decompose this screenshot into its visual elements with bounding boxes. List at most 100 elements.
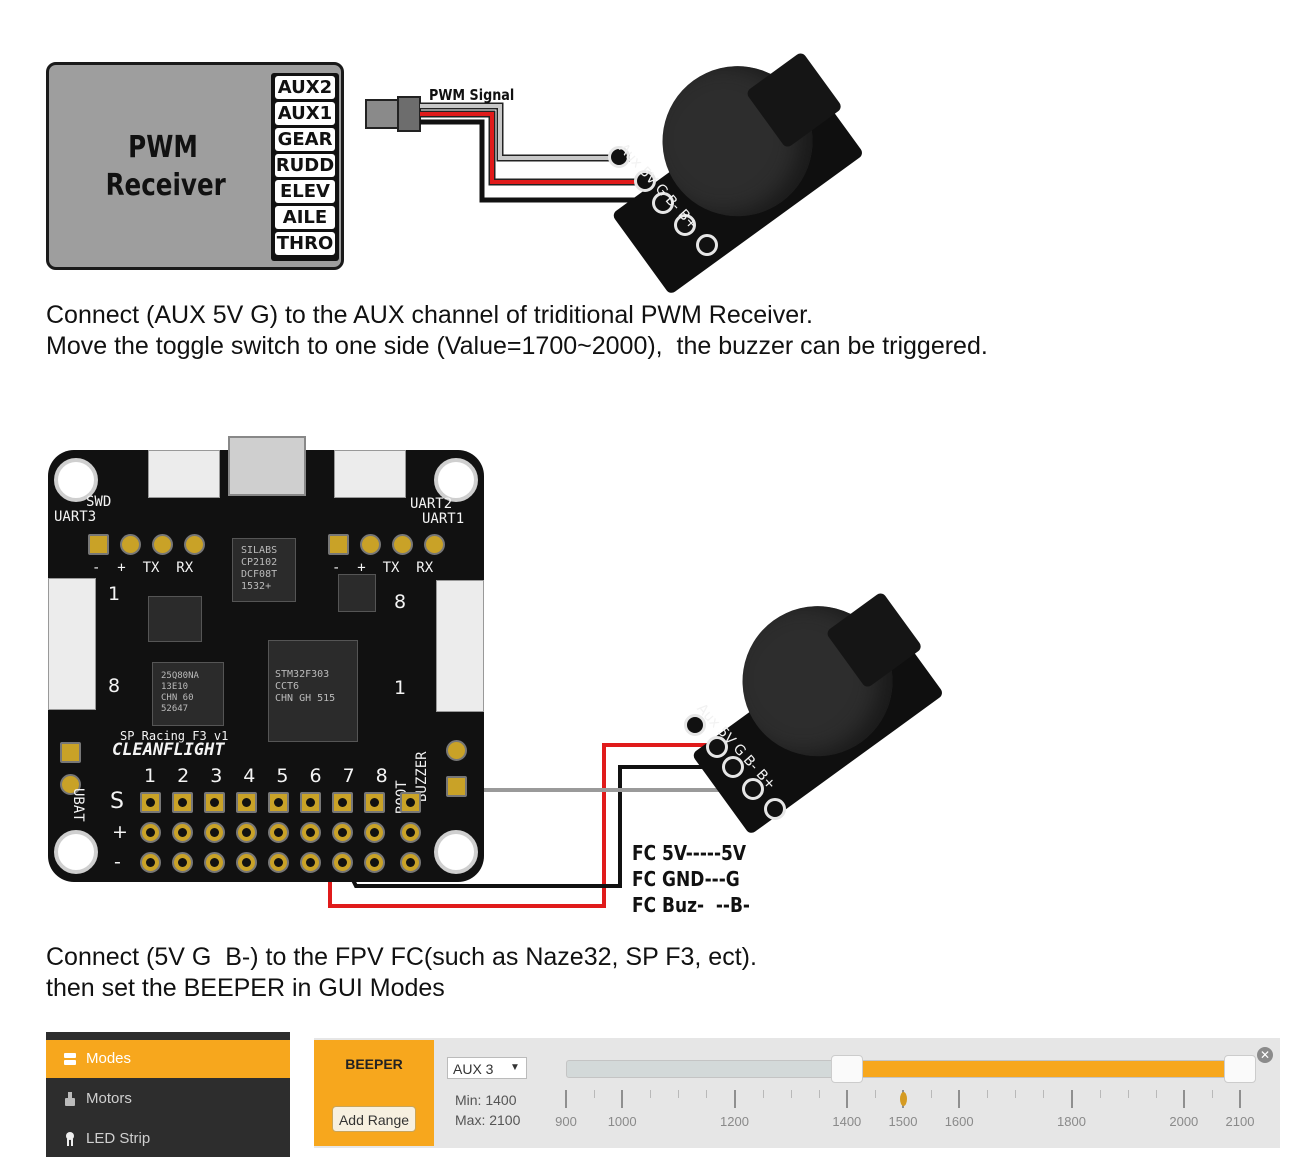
pad-hole (306, 798, 315, 807)
pad-servo (268, 852, 289, 873)
pwm-receiver: PWM Receiver AUX2 AUX1 GEAR RUDD ELEV AI… (46, 62, 344, 270)
silk-uart1: UART1 (422, 511, 465, 527)
channel-aux2: AUX2 (275, 76, 335, 99)
scale-minor-tick (1127, 1090, 1129, 1098)
mount-hole (54, 458, 98, 502)
pad-hole (146, 858, 155, 867)
scale-minor-tick (874, 1090, 876, 1098)
channel-number: 7 (342, 765, 355, 787)
channel-number: 6 (309, 765, 322, 787)
buzzer-pad-5v (634, 170, 656, 192)
sidebar-item-label: LED Strip (86, 1130, 151, 1147)
sidebar-item-led-strip[interactable]: LED Strip (46, 1120, 290, 1158)
pad (328, 534, 349, 555)
scale-minor-tick (594, 1090, 596, 1098)
pad (152, 534, 173, 555)
channel-gear: GEAR (275, 128, 335, 151)
sidebar-item-motors[interactable]: Motors (46, 1080, 290, 1118)
mode-name: BEEPER (345, 1056, 403, 1072)
pad-servo (140, 792, 161, 813)
pad-servo (300, 852, 321, 873)
sidebar-item-label: Motors (86, 1090, 132, 1107)
receiver-title-line1: PWM (128, 130, 198, 165)
pad-buzzer-plus (446, 740, 467, 761)
pad-servo (300, 792, 321, 813)
scale-minor-tick (650, 1090, 652, 1098)
range-max-label: Max: 2100 (455, 1112, 521, 1128)
close-circle-icon[interactable]: ✕ (1257, 1047, 1273, 1063)
scale-tick-label: 1800 (1057, 1114, 1086, 1129)
flight-controller-board: SWD UART3 UART2 UART1 - + TX RX - + TX R… (48, 436, 484, 882)
pad-servo (204, 822, 225, 843)
channel-rudd: RUDD (275, 154, 335, 177)
mcu-chip: STM32F303 CCT6 CHN GH 515 (268, 640, 358, 742)
range-slider-min-handle[interactable] (830, 1055, 863, 1083)
channel-number-row: 1 2 3 4 5 6 7 8 (144, 766, 388, 786)
scale-major-tick (621, 1090, 624, 1108)
buzzer-pad-bplus (764, 798, 786, 820)
jst-connector-side (48, 578, 96, 710)
scale-major-tick (1070, 1090, 1073, 1108)
scale-major-tick (1182, 1090, 1185, 1108)
motors-icon (65, 1092, 75, 1106)
silk-sp-racing: SP Racing F3 v1 (120, 729, 229, 743)
buzzer-pad-5v (706, 736, 728, 758)
caption-top-line1: Connect (AUX 5V G) to the AUX channel of… (46, 301, 814, 329)
pad-servo (364, 792, 385, 813)
channel-thro: THRO (275, 232, 335, 255)
silk-uart3-pins: - + TX RX (92, 560, 194, 576)
scale-tick-label: 1500 (888, 1114, 918, 1129)
servo-plug-housing (397, 96, 421, 132)
pad-boot (400, 822, 421, 843)
silk-row-s: S (110, 789, 124, 814)
baro-chip (338, 574, 376, 612)
chip-usb-text: SILABS CP2102 DCF08T 1532+ (241, 545, 278, 592)
silk-uart2: UART2 (410, 496, 453, 512)
pad-hole (370, 798, 379, 807)
pad-ubat (60, 742, 81, 763)
pad-servo (332, 792, 353, 813)
channel-number: 2 (177, 765, 190, 787)
channel-number: 3 (210, 765, 223, 787)
buzzer-pad-g (722, 756, 744, 778)
silk-uart1-pins: - + TX RX (332, 560, 434, 576)
mapping-5v: FC 5V-----5V (632, 841, 747, 865)
scale-tick-label: 900 (555, 1114, 577, 1129)
pad-buzzer-minus (446, 776, 467, 797)
mount-hole (434, 830, 478, 874)
mount-hole (54, 830, 98, 874)
pad-hole (274, 828, 283, 837)
current-value-marker (900, 1092, 907, 1106)
pad-servo (332, 822, 353, 843)
pad-hole (210, 798, 219, 807)
add-range-button[interactable]: Add Range (332, 1106, 416, 1132)
pad-hole (306, 828, 315, 837)
range-min-label: Min: 1400 (455, 1092, 517, 1108)
channel-aile: AILE (275, 206, 335, 229)
range-slider-fill (846, 1061, 1240, 1077)
pad-servo (172, 792, 193, 813)
pad-servo (268, 822, 289, 843)
pad-hole (210, 828, 219, 837)
pad-servo (300, 822, 321, 843)
sidebar-item-modes[interactable]: Modes (46, 1040, 290, 1078)
buzzer-pad-bminus (742, 778, 764, 800)
wire-label: PWM Signal (429, 86, 515, 104)
buzzer-pad-bminus (674, 214, 696, 236)
scale-minor-tick (1155, 1090, 1157, 1098)
receiver-title: PWM Receiver (106, 129, 226, 205)
pad-servo (364, 822, 385, 843)
scale-major-tick (733, 1090, 736, 1108)
scale-minor-tick (706, 1090, 708, 1098)
scale-minor-tick (818, 1090, 820, 1098)
scale-major-tick (958, 1090, 961, 1108)
pad-hole (338, 798, 347, 807)
channel-select[interactable]: AUX 3 (447, 1057, 527, 1079)
range-slider-max-handle[interactable] (1224, 1055, 1256, 1083)
usb-uart-chip: SILABS CP2102 DCF08T 1532+ (232, 538, 296, 602)
pad-hole (146, 828, 155, 837)
silk-cleanflight: CLEANFLIGHT (112, 740, 225, 760)
channel-number: 1 (144, 765, 157, 787)
pad-hole (210, 858, 219, 867)
